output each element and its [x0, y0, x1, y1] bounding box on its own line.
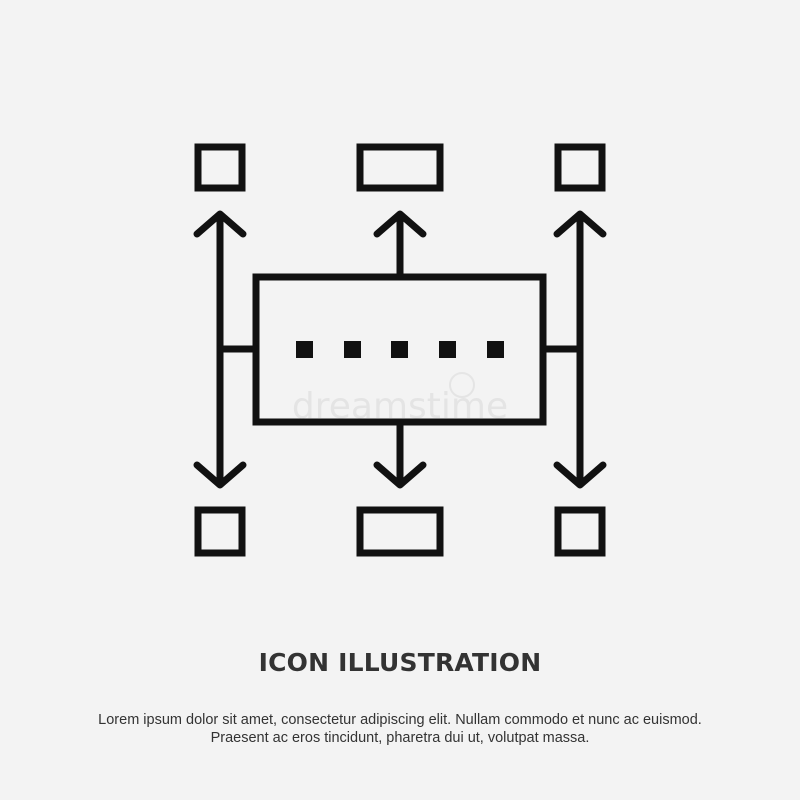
left-arrow-head-down — [193, 461, 247, 489]
left-arrow-head-up — [193, 210, 247, 238]
caption-title: ICON ILLUSTRATION — [258, 648, 542, 677]
bottom-left-box — [194, 506, 246, 557]
watermark-text: dreamstime — [292, 386, 508, 427]
watermark: dreamstime — [292, 372, 508, 427]
right-arrow-head-down — [553, 461, 607, 489]
dot-1 — [296, 341, 313, 358]
bottom-center-box — [356, 506, 444, 557]
dot-3 — [391, 341, 408, 358]
center-arrow-head-up — [373, 210, 427, 238]
dot-4 — [439, 341, 456, 358]
bottom-right-box — [554, 506, 606, 557]
caption-body: Lorem ipsum dolor sit amet, consectetur … — [60, 711, 740, 747]
caption-body-line-1: Lorem ipsum dolor sit amet, consectetur … — [98, 712, 702, 728]
caption-body-line-2: Praesent ac eros tincidunt, pharetra dui… — [210, 730, 590, 746]
right-arrow-head-up — [553, 210, 607, 238]
top-center-box — [356, 143, 444, 192]
top-left-box — [194, 143, 246, 192]
dot-2 — [344, 341, 361, 358]
dot-5 — [487, 341, 504, 358]
top-right-box — [554, 143, 606, 192]
watermark-logo-icon — [449, 372, 475, 398]
center-arrow-head-down — [373, 461, 427, 489]
